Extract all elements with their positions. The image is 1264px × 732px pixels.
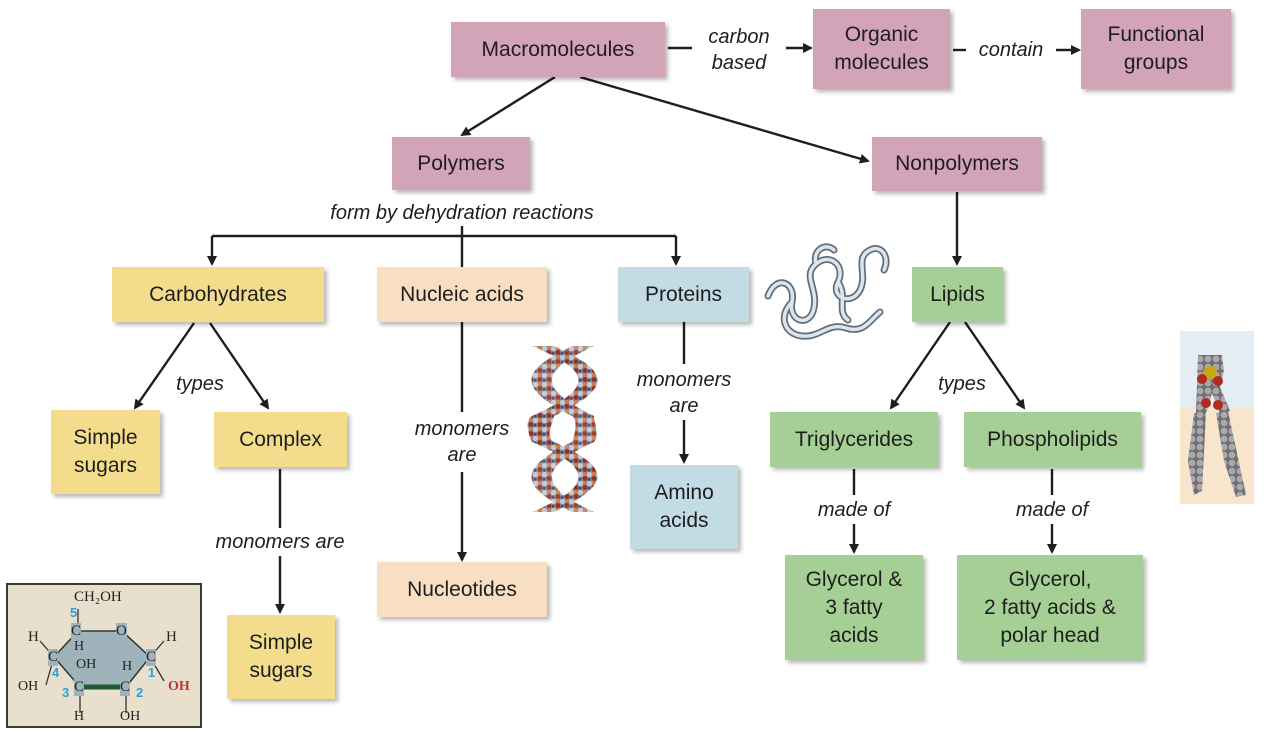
node-triglycerides: Triglycerides [770,412,938,467]
node-functional-groups: Functional groups [1081,9,1231,89]
link-carb-complex [209,322,270,410]
label-made-of-phospholipids: made of [998,497,1106,523]
glucose-oh-c4: OH [18,679,39,694]
glucose-c4: C [48,649,59,666]
node-polymers: Polymers [392,137,530,190]
glucose-h-c5: H [74,639,85,654]
glucose-number-4: 4 [52,665,60,680]
glucose-ring-image [39,609,165,713]
glucose-c5: C [71,623,82,640]
label-types-carbohydrates: types [176,373,224,395]
glucose-h-c1: H [166,629,177,645]
link-macro-polymers [460,75,556,137]
node-amino-acids: Amino acids [630,465,738,549]
glucose-ch2oh: CH₂OH [74,589,122,605]
glucose-c2: C [120,679,131,696]
glucose-c1: C [146,649,157,666]
glucose-number-5: 5 [70,605,78,620]
glucose-h-c2: H [122,659,133,674]
node-simple-sugars-bottom: Simple sugars [227,615,335,699]
label-dehydration-reactions: form by dehydration reactions [330,202,594,224]
glucose-h-c3: H [74,709,85,724]
link-lipids-tri [889,321,951,410]
glucose-number-2: 2 [136,685,144,700]
node-lipids: Lipids [912,267,1003,322]
label-contain: contain [968,37,1054,63]
glucose-structure-panel: CH₂OH O C C C C C H H H H H OH OH OH OH … [6,583,202,728]
glucose-oh-c1: OH [168,679,190,694]
label-made-of-triglycerides: made of [800,497,908,523]
node-phospholipids: Phospholipids [964,412,1141,467]
protein-ribbon-image [764,243,890,340]
label-monomers-are-protein: monomers are [624,367,744,419]
glucose-h-c4: H [28,629,39,645]
node-nonpolymers: Nonpolymers [872,137,1042,191]
glucose-oh-c2: OH [120,709,141,724]
glucose-ring-oxygen: O [116,623,127,640]
node-glycerol-3-fatty-acids: Glycerol & 3 fatty acids [785,555,923,660]
dna-helix-image [527,346,598,512]
link-macro-nonpolymers [579,75,870,164]
node-macromolecules: Macromolecules [451,22,665,77]
node-organic-molecules: Organic molecules [813,9,950,89]
glucose-oh-c3: OH [76,657,97,672]
node-nucleotides: Nucleotides [377,562,547,617]
phospholipid-image [1180,331,1254,504]
node-glycerol-2-fatty-acids: Glycerol, 2 fatty acids & polar head [957,555,1143,660]
label-carbon-based: carbon based [694,24,784,76]
node-proteins: Proteins [618,267,749,322]
node-simple-sugars-left: Simple sugars [51,410,160,494]
glucose-number-1: 1 [148,665,156,680]
node-complex: Complex [214,412,347,467]
label-monomers-are-nucleic: monomers are [402,416,522,468]
glucose-c3: C [74,679,85,696]
label-types-lipids: types [938,373,986,395]
glucose-number-3: 3 [62,685,70,700]
link-carb-simple [133,322,195,410]
node-carbohydrates: Carbohydrates [112,267,324,322]
link-lipids-phos [964,321,1026,410]
label-monomers-are-complex: monomers are [198,529,362,555]
node-nucleic-acids: Nucleic acids [377,267,547,322]
